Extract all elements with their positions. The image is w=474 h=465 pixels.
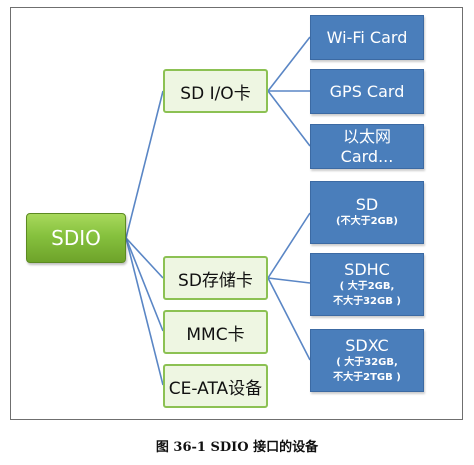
connector-root-sd-storage	[125, 237, 164, 279]
connector-sdio-wifi	[267, 36, 311, 92]
leaf-title-ethernet-card: Card...	[340, 146, 394, 166]
leaf-detail-sdxc-line1: ( 大于32GB,	[336, 357, 398, 368]
leaf-detail-sdhc-line1: ( 大于2GB,	[339, 281, 395, 292]
connector-sdio-ethernet	[267, 90, 311, 147]
branch-label-mmc-card: MMC卡	[186, 324, 245, 345]
connector-root-sdio-card	[125, 90, 164, 239]
leaf-title-sdhc: SDHC	[344, 260, 390, 279]
branch-node-ce-ata-device: CE-ATA设备	[163, 364, 268, 408]
branch-node-sd-storage-card: SD存储卡	[163, 256, 268, 300]
branch-label-sd-storage-card: SD存储卡	[178, 270, 253, 291]
branch-label-ce-ata-device: CE-ATA设备	[168, 378, 263, 399]
leaf-title-sdxc: SDXC	[345, 336, 389, 355]
root-label: SDIO	[51, 226, 101, 250]
branch-label-sd-io-card: SD I/O卡	[180, 83, 251, 104]
leaf-detail-sd: (不大于2GB)	[336, 216, 398, 228]
leaf-node-sdxc: SDXC ( 大于32GB, 不大于2TGB )	[310, 329, 424, 392]
leaf-detail-sdxc-line2: 不大于2TGB )	[333, 371, 401, 383]
leaf-title-gps-card: GPS Card	[329, 81, 405, 101]
leaf-node-sd: SD (不大于2GB)	[310, 181, 424, 244]
leaf-title-sd: SD	[355, 195, 379, 215]
connector-storage-sdhc	[267, 277, 311, 284]
figure-caption: 图 36-1 SDIO 接口的设备	[155, 440, 319, 455]
root-node-sdio: SDIO	[26, 213, 126, 263]
leaf-node-ethernet-card: 以太网 Card...	[310, 124, 424, 169]
leaf-node-wifi-card: Wi-Fi Card	[310, 15, 424, 60]
leaf-title-ethernet: 以太网	[342, 126, 391, 146]
branch-node-mmc-card: MMC卡	[163, 310, 268, 354]
connector-storage-sdxc	[267, 277, 311, 361]
connector-storage-sd	[267, 212, 311, 279]
branch-node-sd-io-card: SD I/O卡	[163, 69, 268, 113]
leaf-node-gps-card: GPS Card	[310, 69, 424, 114]
leaf-detail-sdhc-line2: 不大于32GB )	[333, 295, 401, 307]
connector-root-mmc	[125, 237, 164, 332]
leaf-title-wifi-card: Wi-Fi Card	[326, 27, 408, 47]
leaf-node-sdhc: SDHC ( 大于2GB, 不大于32GB )	[310, 253, 424, 316]
connector-root-ceata	[125, 237, 164, 386]
